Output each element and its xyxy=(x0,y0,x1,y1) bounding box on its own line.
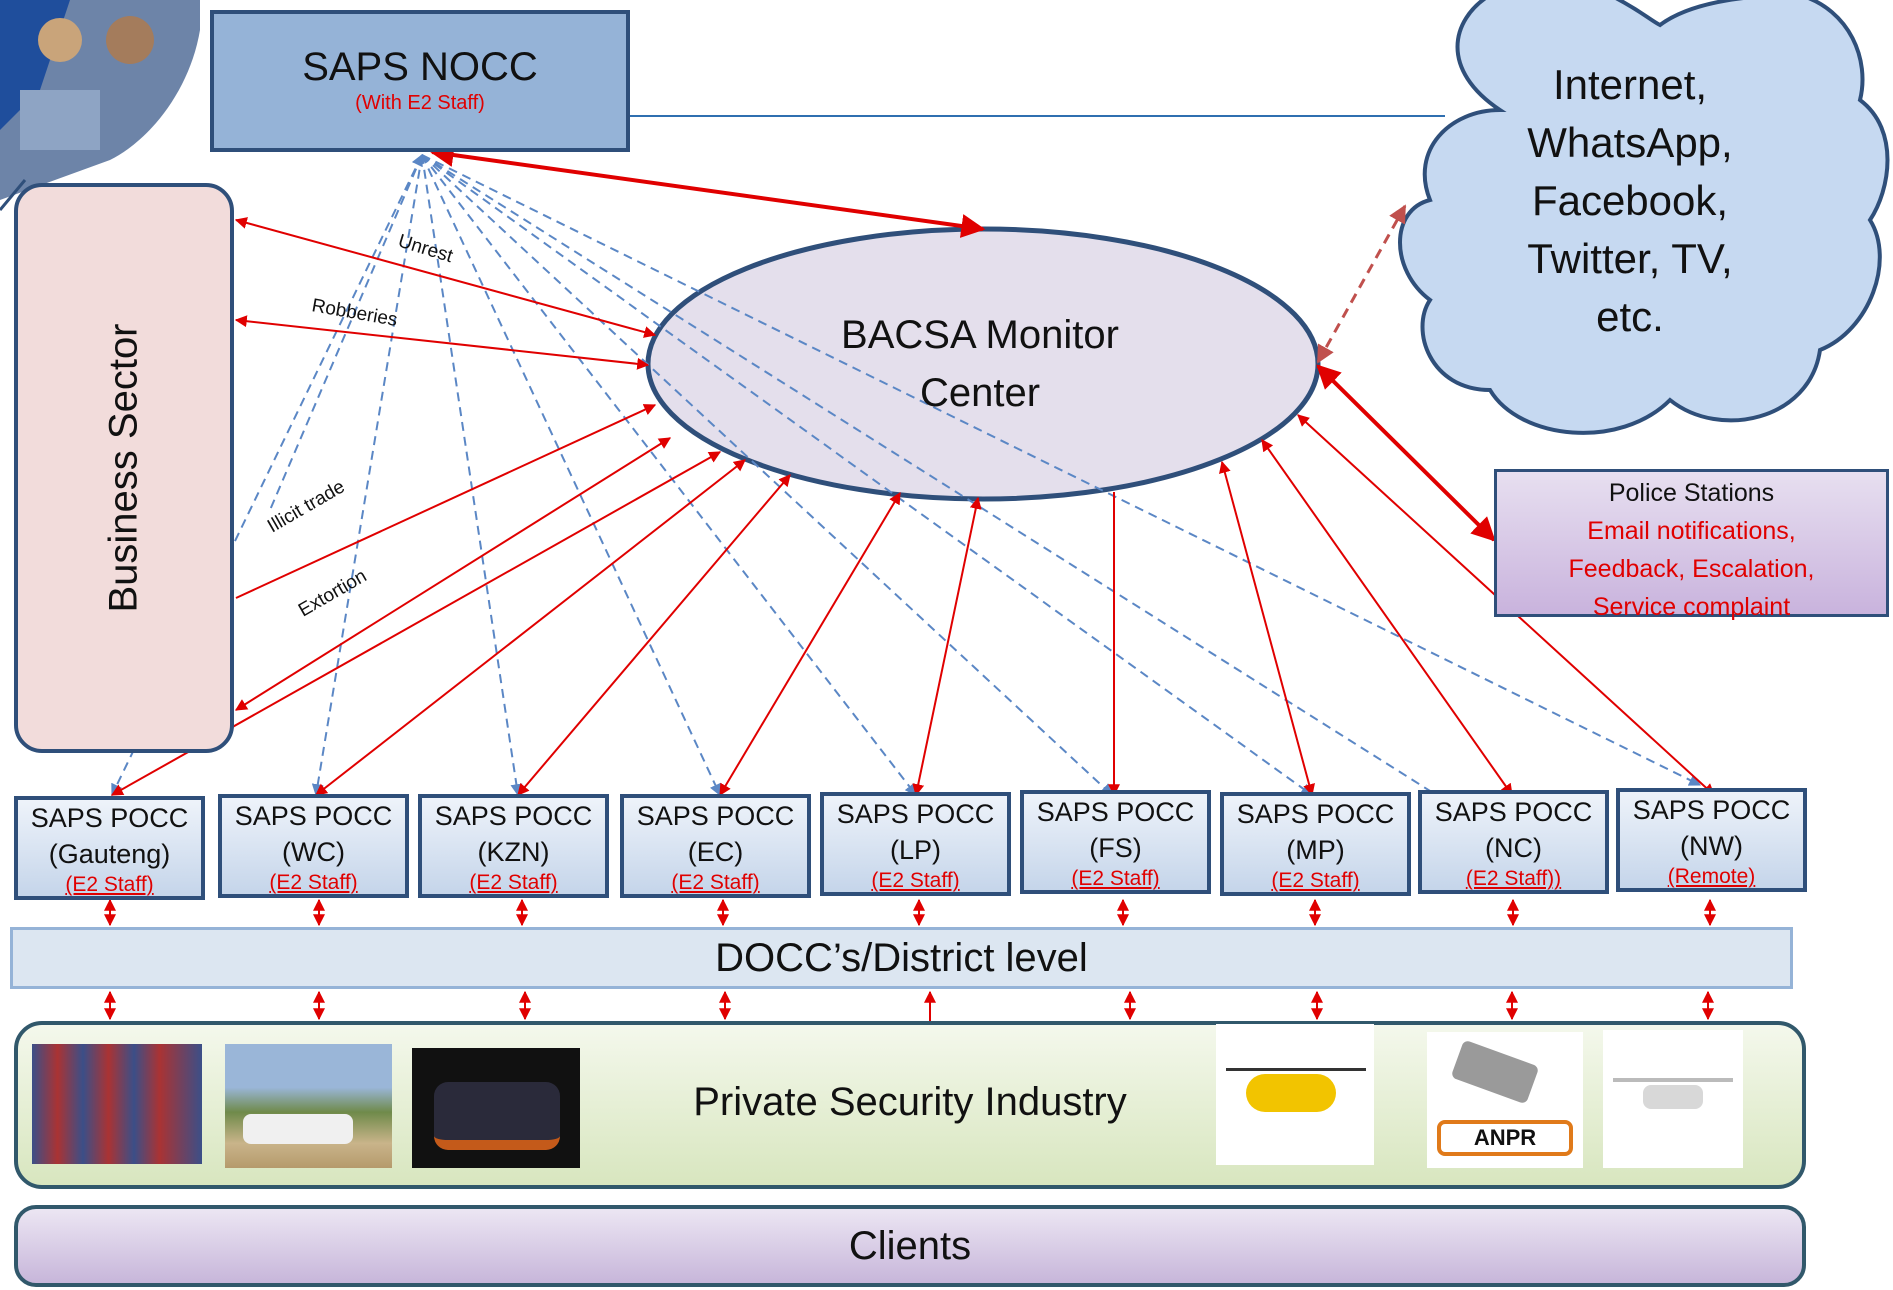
saps-nocc-box: SAPS NOCC (With E2 Staff) xyxy=(210,10,630,152)
pocc-region: (EC) xyxy=(687,837,744,867)
pocc-name: SAPS POCC xyxy=(1236,799,1395,829)
police-line: Service complaint xyxy=(1592,593,1791,621)
clients-label: Clients xyxy=(848,1224,972,1268)
bacsa-pocc-links xyxy=(110,414,1715,797)
helicopter-photo xyxy=(1216,1024,1374,1165)
pocc-nc: SAPS POCC (NC) (E2 Staff)) xyxy=(1418,790,1609,894)
helicopter-body xyxy=(1246,1074,1336,1112)
drone-arms xyxy=(1613,1078,1733,1082)
clients-bar: Clients xyxy=(14,1205,1806,1287)
pocc-region: (FS) xyxy=(1089,833,1142,863)
cloud-line: etc. xyxy=(1596,293,1664,340)
drone-photo xyxy=(1603,1030,1743,1168)
pocc-region: (KZN) xyxy=(477,837,550,867)
police-stations-box: Police Stations Email notifications, Fee… xyxy=(1494,469,1889,621)
nocc-title: SAPS NOCC xyxy=(302,45,538,89)
cloud-line: Facebook, xyxy=(1531,177,1729,224)
vehicle-shape xyxy=(243,1114,353,1144)
pocc-name: SAPS POCC xyxy=(836,799,995,829)
pocc-name: SAPS POCC xyxy=(30,803,189,833)
anpr-badge: ANPR xyxy=(1437,1120,1573,1156)
pocc-staff: (E2 Staff) xyxy=(671,871,760,894)
docc-links xyxy=(104,898,1716,1034)
pocc-region: (LP) xyxy=(889,835,941,865)
pocc-kzn: SAPS POCC (KZN) (E2 Staff) xyxy=(418,794,609,898)
internet-cloud-shape xyxy=(1398,0,1890,435)
docc-district-bar: DOCC’s/District level xyxy=(10,927,1793,989)
anpr-camera-photo: ANPR xyxy=(1427,1032,1583,1168)
pocc-staff: (E2 Staff) xyxy=(469,871,558,894)
bacsa-monitor-label: BACSA Monitor Center xyxy=(780,306,1180,422)
bacsa-line: Center xyxy=(919,371,1041,415)
pocc-name: SAPS POCC xyxy=(234,801,393,831)
patrol-vehicle-photo xyxy=(225,1044,392,1168)
cloud-line: WhatsApp, xyxy=(1527,119,1733,166)
label-illicit-trade: Illicit trade xyxy=(264,476,349,537)
nocc-to-bacsa-arrow xyxy=(429,143,986,238)
security-guards-photo xyxy=(32,1044,202,1164)
pocc-staff: (E2 Staff) xyxy=(871,869,960,892)
pocc-name: SAPS POCC xyxy=(434,801,593,831)
pocc-name: SAPS POCC xyxy=(636,801,795,831)
label-robberies: Robberies xyxy=(310,295,399,331)
pocc-staff: (E2 Staff) xyxy=(1271,869,1360,892)
pocc-region: (Gauteng) xyxy=(48,839,171,869)
pocc-staff: (Remote) xyxy=(1667,865,1756,888)
private-security-label: Private Security Industry xyxy=(693,1080,1127,1124)
pocc-region: (NW) xyxy=(1680,831,1743,861)
pocc-staff: (E2 Staff) xyxy=(65,873,154,896)
cloud-line: Internet, xyxy=(1552,61,1708,108)
police-stations-title: Police Stations xyxy=(1608,479,1775,507)
pocc-name: SAPS POCC xyxy=(1036,797,1195,827)
pocc-wc: SAPS POCC (WC) (E2 Staff) xyxy=(218,794,409,898)
pocc-fs: SAPS POCC (FS) (E2 Staff) xyxy=(1020,790,1211,894)
bacsa-to-police-arrow xyxy=(1316,364,1496,542)
pocc-ec: SAPS POCC (EC) (E2 Staff) xyxy=(620,794,811,898)
pocc-region: (WC) xyxy=(282,837,345,867)
police-line: Email notifications, xyxy=(1587,517,1796,545)
pocc-gauteng: SAPS POCC (Gauteng) (E2 Staff) xyxy=(14,796,205,900)
camera-body xyxy=(1450,1039,1540,1105)
cloud-line: Twitter, TV, xyxy=(1527,235,1733,282)
helicopter-rotor xyxy=(1226,1068,1366,1071)
pocc-lp: SAPS POCC (LP) (E2 Staff) xyxy=(820,792,1011,896)
car-shape xyxy=(434,1082,560,1150)
pocc-staff: (E2 Staff)) xyxy=(1465,867,1562,890)
pocc-staff: (E2 Staff) xyxy=(269,871,358,894)
business-links xyxy=(234,217,672,711)
pocc-staff: (E2 Staff) xyxy=(1071,867,1160,890)
label-extortion: Extortion xyxy=(295,566,370,622)
bacsa-to-cloud-arrow xyxy=(1316,204,1407,364)
police-line: Feedback, Escalation, xyxy=(1568,555,1815,583)
business-sector-label: Business Sector xyxy=(101,323,146,613)
cloud-text: Internet, WhatsApp, Facebook, Twitter, T… xyxy=(1455,56,1805,346)
pocc-nw: SAPS POCC (NW) (Remote) xyxy=(1616,788,1807,892)
bacsa-line: BACSA Monitor xyxy=(841,313,1119,357)
business-sector-box: Business Sector xyxy=(14,183,234,753)
docc-label: DOCC’s/District level xyxy=(715,936,1088,980)
pocc-mp: SAPS POCC (MP) (E2 Staff) xyxy=(1220,792,1411,896)
pocc-name: SAPS POCC xyxy=(1434,797,1593,827)
pocc-region: (MP) xyxy=(1286,835,1345,865)
armed-response-car-photo xyxy=(412,1048,580,1168)
saps-logo-collage xyxy=(0,0,200,211)
pocc-name: SAPS POCC xyxy=(1632,795,1791,825)
drone-body xyxy=(1643,1085,1703,1109)
pocc-region: (NC) xyxy=(1485,833,1542,863)
nocc-subtitle: (With E2 Staff) xyxy=(355,92,485,114)
